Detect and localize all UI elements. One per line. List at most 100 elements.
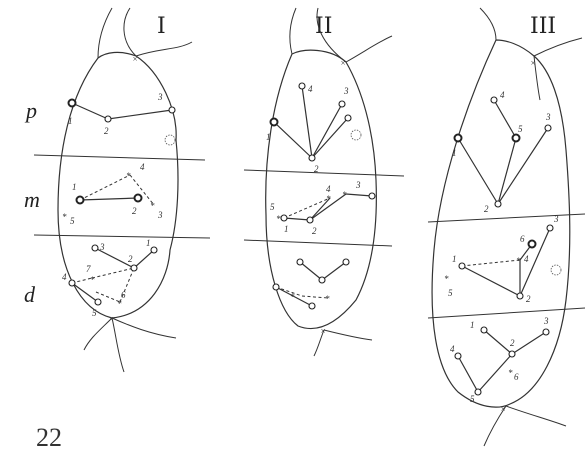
pore-circle xyxy=(551,265,561,275)
seta-number: 6 xyxy=(121,290,126,300)
seta-ring xyxy=(299,83,305,89)
region-label-d: d xyxy=(24,282,36,307)
seta-connector xyxy=(484,330,512,354)
seta-ring xyxy=(95,299,101,305)
seta-star: * xyxy=(276,214,281,224)
segment-label-III: III xyxy=(530,14,556,39)
seta-star: * xyxy=(150,201,155,211)
seta-ring xyxy=(517,293,523,299)
seta-connector xyxy=(462,266,520,296)
seta-star: * xyxy=(516,256,521,266)
seta-connector xyxy=(498,128,548,204)
seta-number: 3 xyxy=(157,210,163,220)
seta-ring xyxy=(309,303,315,309)
seta-number: 3 xyxy=(157,92,163,102)
seta-connector xyxy=(72,283,98,302)
seta-ring xyxy=(459,263,465,269)
seta-number: 1 xyxy=(68,116,73,126)
seta-ring xyxy=(545,125,551,131)
seta-ring xyxy=(151,247,157,253)
seta-ring xyxy=(273,284,279,290)
junction-star: × xyxy=(530,58,536,68)
seta-star: * xyxy=(326,194,331,204)
seta-ring xyxy=(455,135,462,142)
seta-star: * xyxy=(290,292,295,302)
segment-I-top-suture xyxy=(98,8,112,58)
seta-number: 4 xyxy=(140,162,145,172)
junction-star: × xyxy=(500,404,506,414)
seta-number: 6 xyxy=(520,234,525,244)
seta-ring xyxy=(135,195,142,202)
seta-connector xyxy=(80,198,138,200)
segment-II-top-suture xyxy=(290,8,296,54)
seta-ring xyxy=(369,193,375,199)
seta-ring xyxy=(281,215,287,221)
segment-III-bottom-suture xyxy=(506,406,566,426)
seta-ring xyxy=(69,280,75,286)
seta-connector xyxy=(284,218,310,220)
seta-number: 3 xyxy=(343,86,349,96)
region-divider-m-d xyxy=(244,240,392,246)
seta-ring xyxy=(475,389,481,395)
seta-number: 2 xyxy=(132,206,137,216)
seta-number: 1 xyxy=(452,254,457,264)
seta-connector xyxy=(494,100,516,138)
seta-ring xyxy=(131,265,137,271)
seta-number: 2 xyxy=(104,126,109,136)
seta-connector xyxy=(512,332,546,354)
seta-ring xyxy=(455,353,461,359)
seta-ring xyxy=(69,100,76,107)
region-divider-p-m xyxy=(428,214,585,222)
seta-number: 3 xyxy=(99,242,105,252)
seta-number: 4 xyxy=(62,272,67,282)
figure-number: 22 xyxy=(36,423,62,450)
seta-number: 5 xyxy=(270,202,275,212)
seta-connector xyxy=(312,118,348,158)
seta-number: 4 xyxy=(326,184,331,194)
region-divider-p-m xyxy=(244,170,404,176)
seta-number: 3 xyxy=(553,214,559,224)
junction-star: × xyxy=(132,54,138,64)
seta-number: 4 xyxy=(524,254,529,264)
seta-number: 6 xyxy=(514,372,519,382)
seta-number: 5 xyxy=(70,216,75,226)
segment-I-top-suture xyxy=(136,42,192,56)
seta-ring xyxy=(319,277,325,283)
seta-number: 1 xyxy=(284,224,289,234)
segment-I-drawing: × × 1 2 3 * * * 1 2 3 4 5 xyxy=(34,8,210,372)
seta-number: 1 xyxy=(470,320,475,330)
segment-III-top-suture xyxy=(480,8,496,40)
junction-star: × xyxy=(320,326,326,336)
seta-ring xyxy=(529,241,536,248)
segment-I-top-suture xyxy=(124,8,136,56)
pore-circle xyxy=(165,135,175,145)
segment-I-bottom-suture xyxy=(112,318,124,372)
segment-II-drawing: × × 1 2 3 4 * * * 1 2 3 4 5 xyxy=(244,8,404,356)
seta-number: 2 xyxy=(510,338,515,348)
segment-II-top-suture xyxy=(346,36,392,62)
region-divider-m-d xyxy=(428,308,585,318)
seta-number: 1 xyxy=(146,238,151,248)
seta-ring xyxy=(271,119,278,126)
seta-dashed-connector xyxy=(276,287,302,296)
seta-number: 4 xyxy=(308,84,313,94)
region-label-p: p xyxy=(24,98,37,123)
seta-star: * xyxy=(342,190,347,200)
seta-ring xyxy=(509,351,515,357)
seta-number: 4 xyxy=(450,344,455,354)
seta-connector xyxy=(322,262,346,280)
seta-ring xyxy=(481,327,487,333)
seta-connector xyxy=(108,110,172,119)
seta-number: 5 xyxy=(518,124,523,134)
segment-label-II: II xyxy=(315,14,332,39)
seta-star: * xyxy=(90,275,95,285)
seta-number: 2 xyxy=(312,226,317,236)
region-divider-p-m xyxy=(34,155,205,160)
seta-number: 1 xyxy=(452,148,457,158)
seta-connector xyxy=(274,122,312,158)
seta-number: 2 xyxy=(128,254,133,264)
seta-star: * xyxy=(126,171,131,181)
seta-ring xyxy=(309,155,315,161)
seta-ring xyxy=(345,115,351,121)
seta-number: 7 xyxy=(86,264,91,274)
